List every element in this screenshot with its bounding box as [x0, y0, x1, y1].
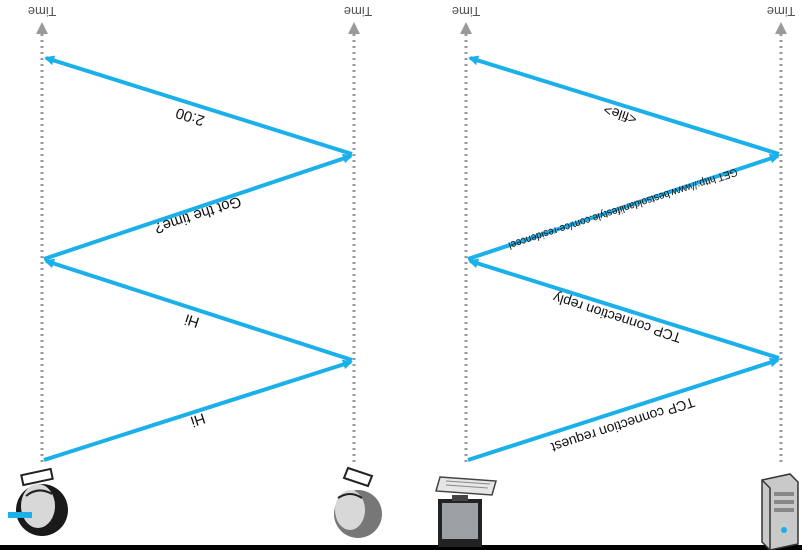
message-label-hi-1: Hi: [188, 409, 207, 430]
message-arrow-file: [468, 55, 780, 156]
time-label: Time: [28, 4, 56, 19]
network-message-arrows: [467, 55, 780, 462]
human-message-arrows: [43, 55, 353, 462]
message-label-tcp-reply: TCP connection reply: [551, 290, 683, 346]
timeline-client: Time: [452, 4, 480, 462]
time-label: Time: [767, 4, 795, 19]
message-label-hi-2: Hi: [183, 310, 202, 331]
timeline-human-right: Time: [344, 4, 372, 462]
message-arrow-hi-1: [43, 359, 353, 462]
person-icon: [8, 467, 68, 536]
message-arrow-tcp-reply: [468, 258, 780, 360]
person-icon: [334, 466, 382, 538]
message-arrow-tcp-request: [467, 357, 780, 462]
computer-icon: [435, 476, 497, 547]
timeline-server: Time: [767, 4, 795, 462]
time-label: Time: [452, 4, 480, 19]
message-arrow-got-time: [43, 153, 353, 261]
message-arrow-hi-2: [44, 258, 353, 362]
message-arrow-2-00: [44, 55, 353, 156]
time-label: Time: [344, 4, 372, 19]
server-icon: [761, 473, 799, 550]
timeline-human-left: Time: [28, 4, 56, 462]
message-label-got-time: Got the time?: [152, 193, 243, 237]
message-arrow-get: [467, 153, 780, 261]
message-label-get: GET http://www.bestsoldanlifestyle.com/c…: [507, 166, 739, 252]
